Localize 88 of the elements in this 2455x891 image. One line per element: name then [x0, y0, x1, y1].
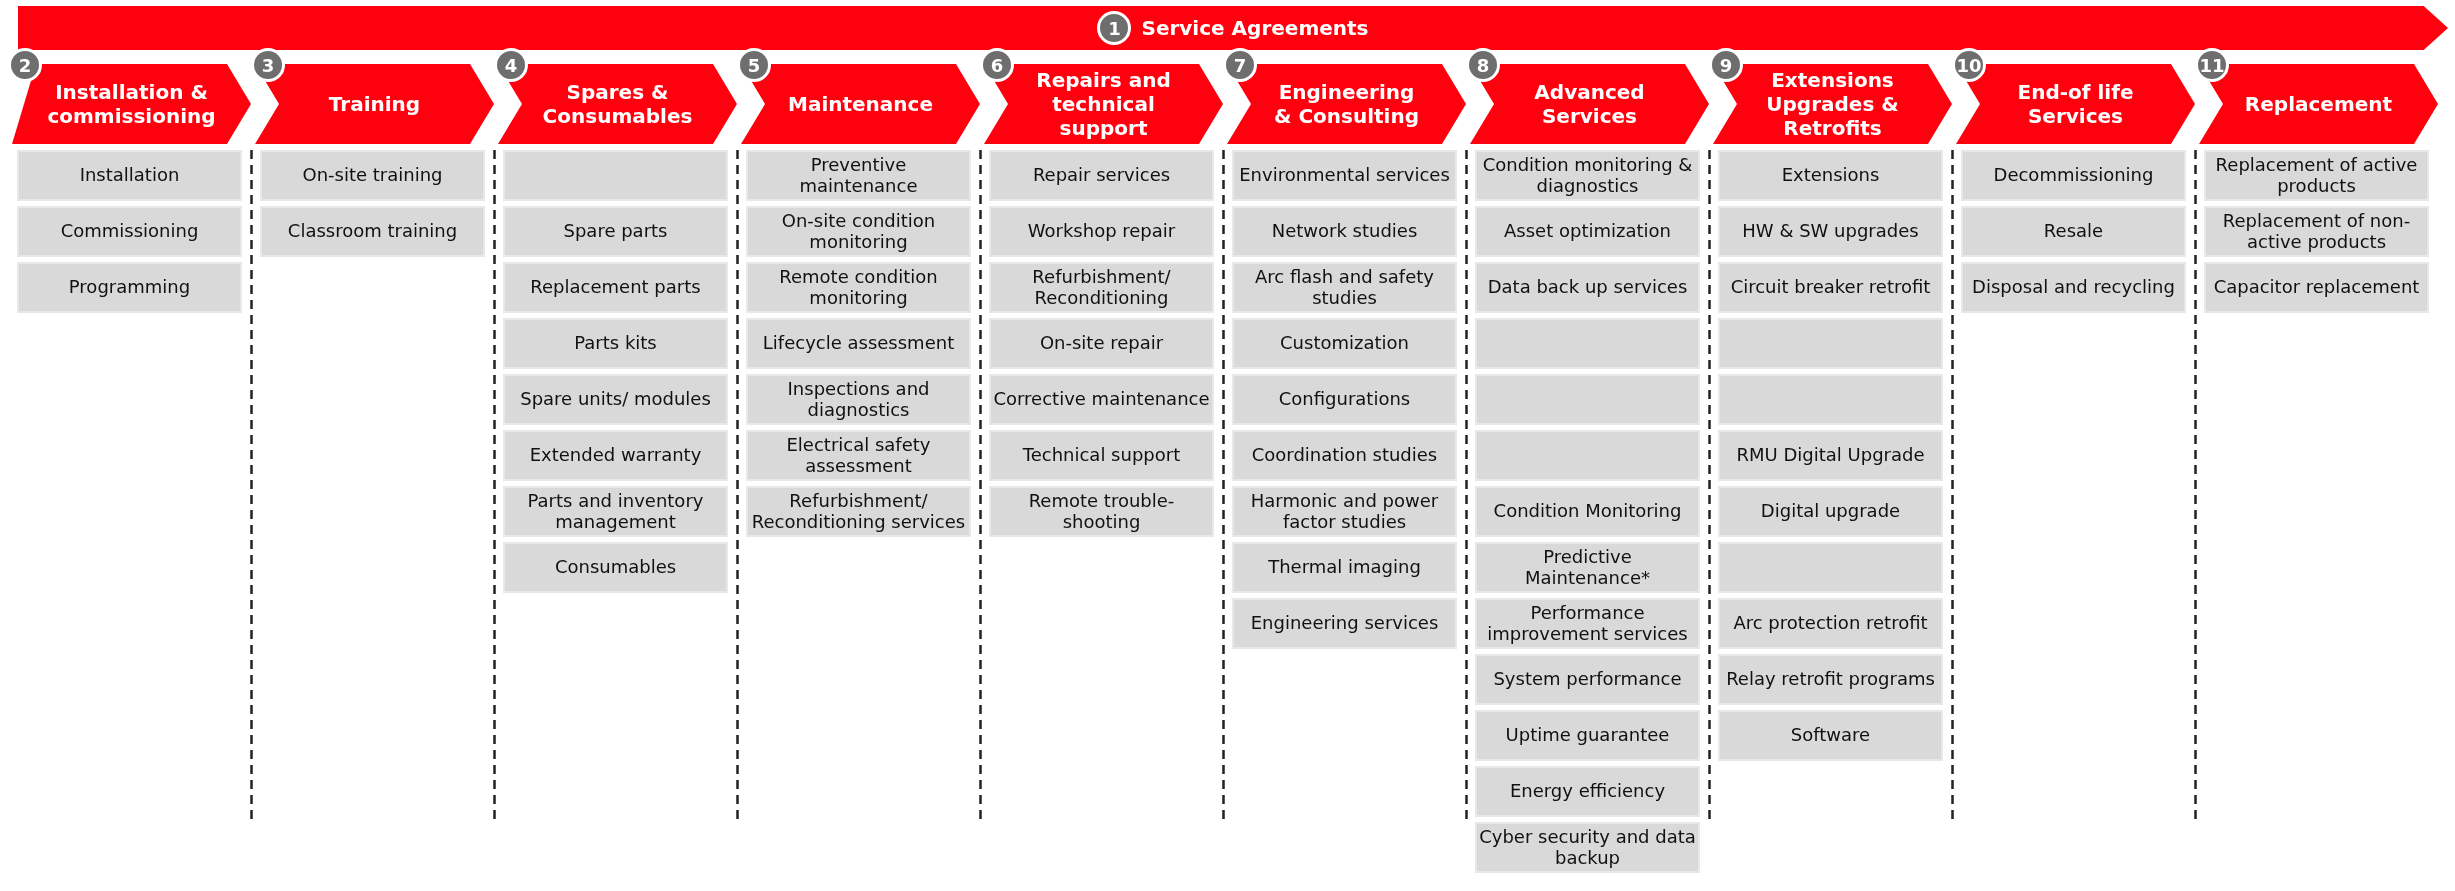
- service-item: Arc flash and safety studies: [1232, 262, 1457, 313]
- service-item: HW & SW upgrades: [1718, 206, 1943, 257]
- service-item: Decommissioning: [1961, 150, 2186, 201]
- service-item: Replacement of active products: [2204, 150, 2429, 201]
- service-item: Harmonic and power factor studies: [1232, 486, 1457, 537]
- service-item: Asset optimization: [1475, 206, 1700, 257]
- stage-title: Replacement: [2243, 92, 2394, 116]
- number-badge: 5: [737, 48, 771, 82]
- service-item: Performance improvement services: [1475, 598, 1700, 649]
- service-item: RMU Digital Upgrade: [1718, 430, 1943, 481]
- service-item: Relay retrofit programs: [1718, 654, 1943, 705]
- service-item: Replacement of non-active products: [2204, 206, 2429, 257]
- stage-title: Spares & Consumables: [541, 80, 694, 128]
- service-item: Thermal imaging: [1232, 542, 1457, 593]
- number-badge: 7: [1223, 48, 1257, 82]
- service-item: Disposal and recycling: [1961, 262, 2186, 313]
- stage-title: Installation & commissioning: [46, 80, 217, 128]
- service-item: Extended warranty: [503, 430, 728, 481]
- service-item: Uptime guarantee: [1475, 710, 1700, 761]
- number-badge: 11: [2195, 48, 2229, 82]
- service-item: Coordination studies: [1232, 430, 1457, 481]
- service-item: Replacement parts: [503, 262, 728, 313]
- service-item: Customization: [1232, 318, 1457, 369]
- service-item: Workshop repair: [989, 206, 1214, 257]
- service-item: Predictive Maintenance*: [1475, 542, 1700, 593]
- service-item: System performance: [1475, 654, 1700, 705]
- service-tile: [503, 150, 728, 201]
- service-item: Refurbishment/ Reconditioning: [989, 262, 1214, 313]
- service-item: Commissioning: [17, 206, 242, 257]
- service-item: Remote trouble-shooting: [989, 486, 1214, 537]
- service-item: Software: [1718, 710, 1943, 761]
- service-tile: [1475, 318, 1700, 369]
- service-item: Cyber security and data backup: [1475, 822, 1700, 873]
- number-badge: 6: [980, 48, 1014, 82]
- stage-title: Maintenance: [787, 92, 934, 116]
- service-item: Parts and inventory management: [503, 486, 728, 537]
- service-item: Digital upgrade: [1718, 486, 1943, 537]
- service-tile: [1718, 374, 1943, 425]
- service-item: Circuit breaker retrofit: [1718, 262, 1943, 313]
- service-item: Inspections and diagnostics: [746, 374, 971, 425]
- service-item: Electrical safety assessment: [746, 430, 971, 481]
- service-item: Corrective maintenance: [989, 374, 1214, 425]
- stage-title: Training: [327, 92, 422, 116]
- service-item: Energy efficiency: [1475, 766, 1700, 817]
- service-item: Technical support: [989, 430, 1214, 481]
- number-badge: 3: [251, 48, 285, 82]
- stage-title: End-of life Services: [2016, 80, 2135, 128]
- number-badge: 2: [8, 48, 42, 82]
- service-item: Data back up services: [1475, 262, 1700, 313]
- service-item: Environmental services: [1232, 150, 1457, 201]
- service-item: Spare units/ modules: [503, 374, 728, 425]
- number-badge: 10: [1952, 48, 1986, 82]
- service-item: Installation: [17, 150, 242, 201]
- service-tile: [1718, 318, 1943, 369]
- stage-title: Repairs and technical support: [1035, 68, 1172, 140]
- service-item: Condition Monitoring: [1475, 486, 1700, 537]
- service-item: On-site condition monitoring: [746, 206, 971, 257]
- service-tile: [1475, 374, 1700, 425]
- service-item: Engineering services: [1232, 598, 1457, 649]
- agreement-banner: [18, 6, 2448, 50]
- service-item: Network studies: [1232, 206, 1457, 257]
- stage-title: Engineering & Consulting: [1273, 80, 1420, 128]
- service-item: Arc protection retrofit: [1718, 598, 1943, 649]
- service-item: Lifecycle assessment: [746, 318, 971, 369]
- service-item: Spare parts: [503, 206, 728, 257]
- service-item: Classroom training: [260, 206, 485, 257]
- service-item: Remote condition monitoring: [746, 262, 971, 313]
- stage-title: Service Agreements: [1141, 16, 1369, 40]
- number-badge: 9: [1709, 48, 1743, 82]
- stage-title: Extensions Upgrades & Retrofits: [1765, 68, 1900, 140]
- service-item: Programming: [17, 262, 242, 313]
- service-item: Capacitor replacement: [2204, 262, 2429, 313]
- service-item: Extensions: [1718, 150, 1943, 201]
- service-item: Preventive maintenance: [746, 150, 971, 201]
- number-badge: 8: [1466, 48, 1500, 82]
- service-item: On-site training: [260, 150, 485, 201]
- service-item: Condition monitoring & diagnostics: [1475, 150, 1700, 201]
- service-item: Repair services: [989, 150, 1214, 201]
- service-item: Resale: [1961, 206, 2186, 257]
- stage-title: Advanced Services: [1533, 80, 1646, 128]
- number-badge: 4: [494, 48, 528, 82]
- service-tile: [1718, 542, 1943, 593]
- service-item: Refurbishment/ Reconditioning services: [746, 486, 971, 537]
- service-item: On-site repair: [989, 318, 1214, 369]
- service-item: Parts kits: [503, 318, 728, 369]
- service-tile: [1475, 430, 1700, 481]
- service-item: Consumables: [503, 542, 728, 593]
- service-item: Configurations: [1232, 374, 1457, 425]
